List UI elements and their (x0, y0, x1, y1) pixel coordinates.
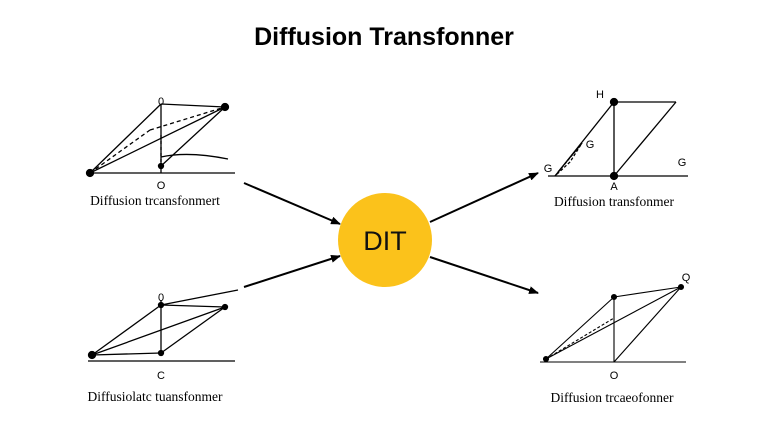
br-edge-left (545, 296, 615, 360)
bl-edge-upper (91, 304, 162, 356)
tl-label-top: 0 (158, 96, 164, 108)
br-dashed-diagonal (545, 317, 615, 360)
bl-edge-tangent (160, 289, 239, 306)
br-edge-mid (545, 286, 682, 360)
tr-point-a (609, 171, 619, 181)
bl-label-bottom: C (157, 370, 165, 382)
tl-edge-right (160, 106, 226, 167)
bl-point-top (157, 301, 165, 309)
br-point-right (677, 283, 685, 291)
bl-point-bottom (157, 349, 165, 357)
bl-edge-lower (91, 352, 162, 356)
arrow-bottom-left-to-hub (243, 254, 341, 288)
br-label-top: Q (682, 272, 691, 284)
diagram-title: Diffusion Transfonner (254, 23, 514, 51)
bl-label-top: 0 (158, 292, 164, 304)
tr-label-bottom: A (610, 181, 618, 193)
tr-label-left: G (544, 163, 553, 175)
dit-hub-circle (338, 193, 432, 287)
bl-edge-top (160, 304, 226, 308)
tr-inner-edge (557, 142, 583, 173)
panel-bottom-left (87, 289, 239, 362)
tr-edge-right (613, 101, 677, 177)
tl-point-left (85, 168, 95, 178)
br-caption: Diffusion trcaeofonner (550, 390, 674, 405)
tl-dashed-top (149, 106, 226, 131)
arrow-top-left-to-hub (243, 182, 341, 225)
panel-top-left (85, 102, 235, 178)
tl-label-bottom: O (157, 180, 166, 192)
tl-point-bottom (157, 162, 165, 170)
tl-caption: Diffusion trcansfonmert (90, 193, 220, 208)
tr-point-h (609, 97, 619, 107)
br-point-top (610, 293, 618, 301)
br-edge-top (613, 286, 682, 298)
tr-label-right: G (678, 157, 687, 169)
panel-top-right (548, 97, 688, 181)
panel-bottom-right (540, 283, 686, 363)
tl-edge-top (160, 103, 226, 108)
bl-edge-mid (91, 306, 226, 356)
br-point-left (542, 355, 550, 363)
bl-edge-right (160, 306, 226, 354)
bl-point-right (221, 303, 229, 311)
arrow-hub-to-bottom-right (429, 256, 539, 294)
arrow-hub-to-top-right (429, 172, 539, 223)
dit-hub-label: DIT (363, 226, 407, 256)
tl-dashed-diagonal (89, 129, 151, 174)
bl-caption: Diffusiolatc tuansfonmer (87, 389, 223, 404)
br-edge-right (613, 286, 682, 363)
tl-edge-lower (89, 106, 226, 174)
tl-point-right (220, 102, 230, 112)
tr-label-mid: G (586, 139, 595, 151)
tl-edge-upper (89, 103, 162, 174)
tr-label-h: H (596, 89, 604, 101)
bl-point-left (87, 350, 97, 360)
arrows (243, 172, 539, 294)
tr-caption: Diffusion transfonmer (554, 194, 675, 209)
tl-curve (160, 153, 229, 160)
br-label-bottom: O (610, 370, 619, 382)
